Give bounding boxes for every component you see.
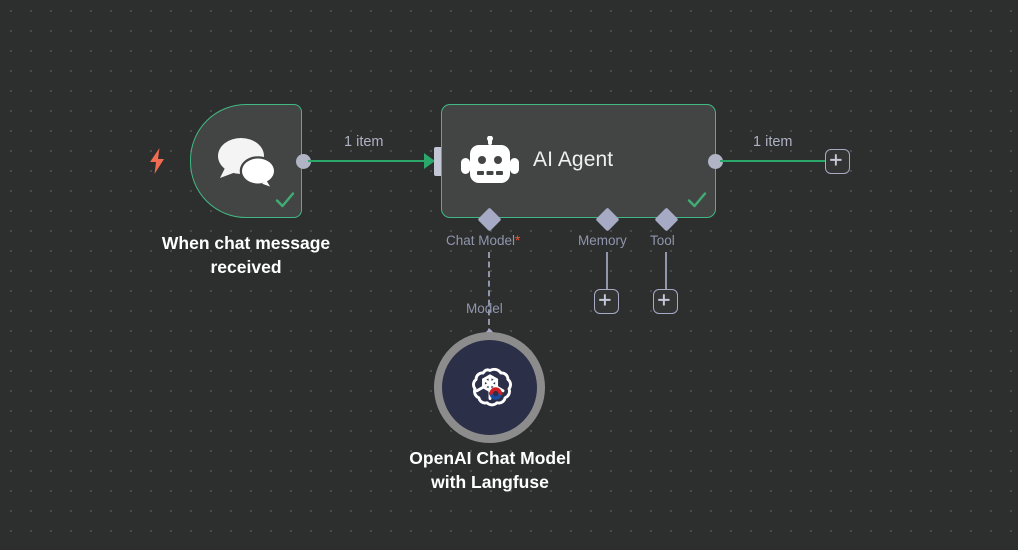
chat-bubbles-icon	[212, 132, 282, 194]
ai-agent-title: AI Agent	[533, 148, 614, 171]
agent-output-port[interactable]	[708, 154, 723, 169]
add-node-button-memory[interactable]	[594, 289, 619, 314]
sub-port-label-memory: Memory	[578, 233, 627, 248]
robot-icon	[461, 135, 519, 188]
connection-agent-to-next[interactable]	[720, 160, 825, 163]
agent-input-arrow-icon	[424, 153, 435, 169]
agent-status-check-icon	[686, 189, 708, 211]
sub-port-label-chat-model: Chat Model*	[446, 233, 520, 248]
connection-trigger-to-agent[interactable]	[308, 160, 426, 163]
trigger-output-port[interactable]	[296, 154, 311, 169]
lightning-bolt-icon	[146, 148, 168, 174]
required-marker-icon: *	[515, 233, 521, 248]
add-node-button-tool[interactable]	[653, 289, 678, 314]
connection-label-trigger-to-agent: 1 item	[344, 134, 384, 150]
connection-label-model: Model	[466, 301, 503, 316]
sub-port-label-tool: Tool	[650, 233, 675, 248]
connection-label-agent-to-next: 1 item	[753, 134, 793, 150]
node-openai-chat-model[interactable]	[434, 332, 545, 443]
connection-memory-stub[interactable]	[606, 252, 609, 294]
trigger-status-check-icon	[274, 189, 296, 211]
magnet-badge-icon	[489, 387, 503, 400]
trigger-node-caption: When chat message received	[161, 233, 331, 277]
connection-tool-stub[interactable]	[665, 252, 668, 294]
add-node-button-main[interactable]	[825, 149, 850, 174]
openai-logo-icon	[466, 363, 514, 411]
agent-input-port[interactable]	[434, 147, 445, 176]
openai-node-caption: OpenAI Chat Model with Langfuse	[409, 448, 571, 492]
sub-port-label-chat-model-text: Chat Model	[446, 233, 516, 248]
connection-agent-to-openai[interactable]	[488, 252, 490, 344]
